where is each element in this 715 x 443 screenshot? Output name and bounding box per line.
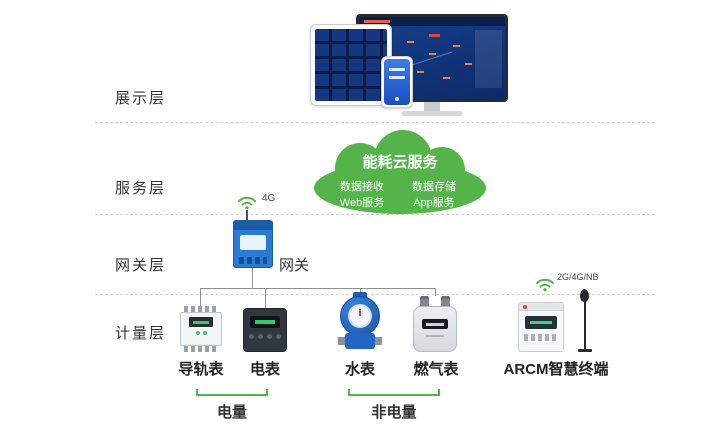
electric-meter-image — [243, 308, 287, 352]
electric-group-bracket — [196, 389, 268, 396]
connector-electric-meter — [265, 288, 266, 308]
phone-screen — [384, 59, 410, 105]
water-meter-cap — [353, 292, 367, 298]
layer-separator-2 — [95, 214, 655, 215]
arcm-terminal-image — [518, 302, 564, 352]
arcm-wireless-label: 2G/4G/NB — [557, 272, 599, 282]
cloud-service-app: App服务 — [413, 197, 455, 209]
arcm-lcd — [525, 316, 557, 329]
rail-meter-label: 导轨表 — [178, 361, 224, 378]
arcm-led — [523, 305, 527, 309]
rail-meter-lcd — [189, 317, 213, 327]
rail-meter-image — [180, 306, 222, 352]
layer-separator-1 — [95, 122, 655, 123]
electric-group-label: 电量 — [216, 404, 247, 421]
gateway-device-image — [233, 220, 273, 268]
arcm-ports — [524, 334, 558, 341]
gateway-ports — [239, 257, 267, 264]
antenna-mast — [584, 300, 586, 350]
gas-meter-counter — [422, 319, 448, 329]
connector-gas-meter — [435, 288, 436, 296]
display-layer-label: 展示层 — [115, 90, 167, 107]
electric-meter-display — [250, 316, 280, 328]
phone-image — [381, 56, 413, 108]
electric-meter-label: 电表 — [249, 361, 280, 378]
map-marker — [443, 77, 450, 79]
water-meter-needle — [359, 309, 361, 316]
wifi-icon — [534, 276, 556, 297]
rail-meter-terminals — [184, 346, 218, 352]
gas-meter-image — [413, 296, 457, 352]
map-marker — [465, 63, 472, 65]
connector-bus — [200, 288, 436, 289]
connector-water-meter — [360, 288, 361, 293]
water-meter-image — [338, 292, 382, 352]
rail-meter-leds — [181, 331, 221, 335]
phone-ui-bar — [389, 68, 405, 71]
gas-meter-pipe — [420, 296, 429, 308]
service-layer-label: 服务层 — [115, 180, 167, 197]
gas-meter-body — [413, 306, 457, 352]
gateway-panel — [240, 235, 266, 250]
cloud-service-receive: 数据接收 — [340, 181, 384, 193]
rail-meter-body — [180, 312, 222, 346]
map-marker — [429, 53, 436, 55]
antenna-icon — [580, 289, 589, 302]
cloud-service-web: Web服务 — [339, 197, 385, 209]
gas-meter-label-line — [426, 335, 444, 337]
monitor-base — [402, 111, 462, 116]
cloud-service-storage: 数据存储 — [412, 181, 456, 193]
connector-gateway — [252, 268, 253, 288]
arcm-top-strip — [519, 303, 563, 311]
water-meter-pipe — [375, 337, 382, 345]
gateway-top-strip — [234, 221, 272, 230]
water-meter-pipe — [338, 337, 345, 345]
arcm-terminal-label: ARCM智慧终端 — [503, 361, 609, 378]
tablet-screen — [315, 29, 387, 101]
wifi-icon — [236, 194, 258, 215]
dashboard-title-block — [364, 20, 390, 23]
water-meter-dial — [348, 304, 372, 328]
non-electric-group-bracket — [348, 389, 440, 396]
map-marker — [417, 71, 424, 73]
cloud-title: 能耗云服务 — [362, 154, 438, 171]
gateway-label: 网关 — [279, 257, 310, 274]
map-marker — [453, 45, 460, 47]
antenna-base — [578, 349, 592, 352]
phone-home-dot — [395, 97, 399, 101]
dashboard-topbar — [359, 17, 505, 26]
water-meter-body — [345, 333, 375, 349]
tablet-image — [310, 24, 392, 106]
gateway-wireless-label: 4G — [262, 193, 276, 204]
gateway-antenna — [246, 210, 248, 221]
cloud-shape — [314, 130, 486, 214]
water-meter-head — [340, 296, 380, 336]
metering-layer-label: 计量层 — [115, 325, 167, 342]
gas-meter-label: 燃气表 — [413, 361, 459, 378]
map-marker — [407, 41, 414, 43]
gateway-layer-label: 网关层 — [115, 257, 167, 274]
gas-meter-pipe — [441, 296, 450, 308]
non-electric-group-label: 非电量 — [371, 404, 417, 421]
monitor-stand — [424, 102, 440, 111]
connector-rail-meter — [200, 288, 201, 306]
rail-meter-terminals — [184, 306, 218, 312]
dashboard-panel — [475, 30, 502, 88]
electric-meter-buttons — [244, 334, 286, 339]
map-marker-red — [429, 34, 440, 37]
water-meter-label: 水表 — [344, 361, 375, 378]
layer-separator-3 — [95, 294, 655, 295]
phone-ui-bar — [389, 76, 405, 79]
